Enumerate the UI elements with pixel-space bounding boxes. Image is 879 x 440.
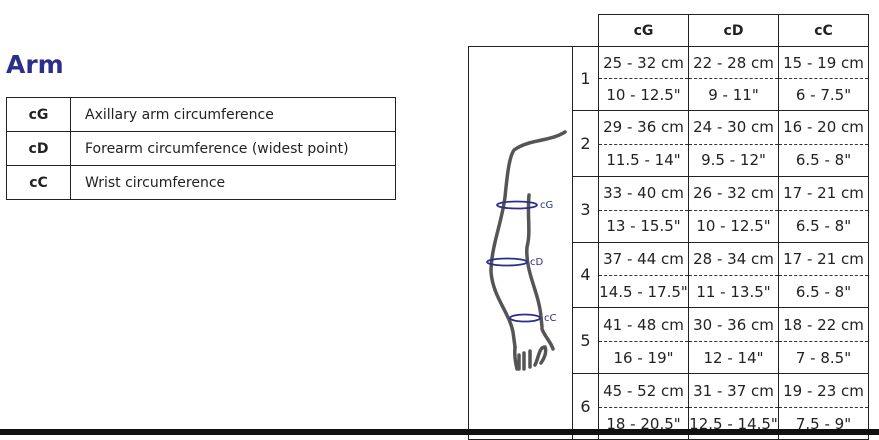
diagram-label-cD: cD: [530, 257, 543, 268]
size-row-inches: 11.5 - 14"9.5 - 12"6.5 - 8": [469, 143, 869, 177]
size-row-inches: 13 - 15.5"10 - 12.5"6.5 - 8": [469, 209, 869, 243]
cm-range-cell: 41 - 48 cm: [598, 307, 689, 343]
cm-range-cell: 18 - 22 cm: [778, 307, 869, 343]
cm-range-cell: 33 - 40 cm: [598, 175, 689, 211]
cm-range-cell: 22 - 28 cm: [688, 46, 779, 79]
cm-range-cell: 19 - 23 cm: [778, 373, 869, 408]
cm-range-cell: 30 - 36 cm: [688, 307, 779, 343]
cm-range-cell: 17 - 21 cm: [778, 175, 869, 211]
arm-measurement-icon: cG cD cC: [486, 130, 567, 371]
size-row-inches: 14.5 - 17.5"11 - 13.5"6.5 - 8": [469, 275, 869, 309]
size-row-inches: 16 - 19"12 - 14"7 - 8.5": [469, 341, 869, 375]
size-number: 1: [572, 46, 599, 111]
diagram-label-cG: cG: [540, 200, 553, 211]
cm-range-cell: 17 - 21 cm: [778, 241, 869, 277]
cm-range-cell: 28 - 34 cm: [688, 241, 779, 277]
cm-range-cell: 24 - 30 cm: [688, 110, 779, 145]
inch-range-cell: 14.5 - 17.5": [598, 275, 689, 309]
size-number: 5: [572, 307, 599, 375]
inch-range-cell: 10 - 12.5": [688, 209, 779, 243]
column-header-cD: cD: [688, 14, 779, 47]
cm-range-cell: 31 - 37 cm: [688, 373, 779, 408]
cm-range-cell: 29 - 36 cm: [598, 110, 689, 145]
cm-range-cell: 16 - 20 cm: [778, 110, 869, 145]
column-header-cC: cC: [778, 14, 869, 47]
size-number: 4: [572, 241, 599, 309]
inch-range-cell: 13 - 15.5": [598, 209, 689, 243]
size-number: 3: [572, 175, 599, 243]
inch-range-cell: 16 - 19": [598, 341, 689, 375]
inch-range-cell: 6.5 - 8": [778, 275, 869, 309]
column-header-cG: cG: [598, 14, 689, 47]
cm-range-cell: 37 - 44 cm: [598, 241, 689, 277]
diagram-label-cC: cC: [544, 313, 556, 324]
section-title: Arm: [6, 50, 64, 79]
cm-range-cell: 25 - 32 cm: [598, 46, 689, 79]
inch-range-cell: 11 - 13.5": [688, 275, 779, 309]
inch-range-cell: 9.5 - 12": [688, 143, 779, 177]
legend-label: Forearm circumference (widest point): [70, 131, 396, 166]
inch-range-cell: 6.5 - 8": [778, 143, 869, 177]
legend-key: cG: [6, 97, 71, 132]
bottom-bar: [0, 429, 879, 435]
blank-corner: [469, 15, 599, 47]
size-row-inches: 10 - 12.5"9 - 11"6 - 7.5": [469, 78, 869, 111]
cm-range-cell: 26 - 32 cm: [688, 175, 779, 211]
legend-label: Wrist circumference: [70, 165, 396, 200]
inch-range-cell: 6 - 7.5": [778, 78, 869, 111]
arm-diagram: cG cD cC: [468, 46, 573, 440]
inch-range-cell: 12 - 14": [688, 341, 779, 375]
inch-range-cell: 10 - 12.5": [598, 78, 689, 111]
cm-range-cell: 15 - 19 cm: [778, 46, 869, 79]
cm-range-cell: 45 - 52 cm: [598, 373, 689, 408]
legend-key: cD: [6, 131, 71, 166]
inch-range-cell: 11.5 - 14": [598, 143, 689, 177]
legend-key: cC: [6, 165, 71, 200]
inch-range-cell: 7 - 8.5": [778, 341, 869, 375]
size-number: 6: [572, 373, 599, 440]
size-number: 2: [572, 110, 599, 177]
inch-range-cell: 9 - 11": [688, 78, 779, 111]
legend-label: Axillary arm circumference: [70, 97, 396, 132]
inch-range-cell: 6.5 - 8": [778, 209, 869, 243]
